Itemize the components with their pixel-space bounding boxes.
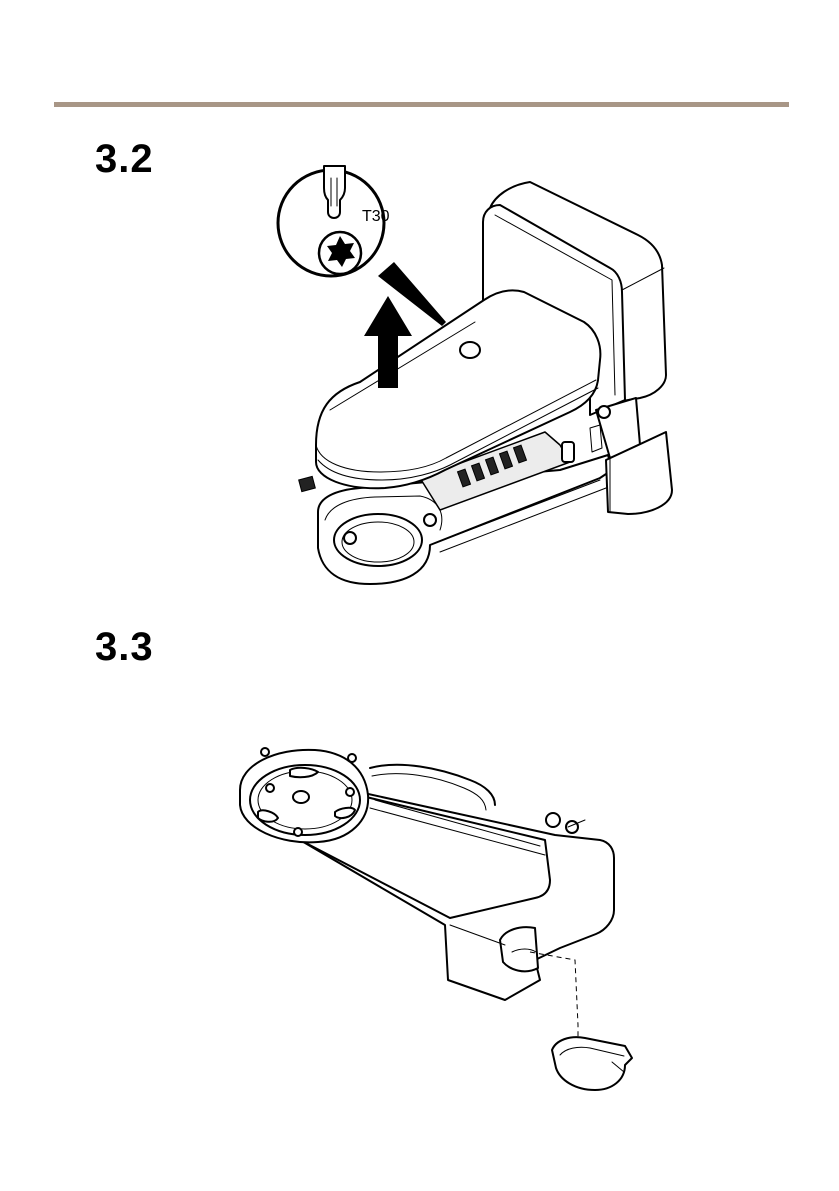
tool-size-label: T30 — [362, 208, 390, 225]
illustration-step-3-2: T30 — [278, 166, 672, 584]
round-mounting-plate — [240, 748, 368, 842]
illustration-step-3-3 — [240, 748, 632, 1090]
removed-cap — [552, 1037, 632, 1090]
torx-screw-head-icon — [319, 232, 361, 274]
